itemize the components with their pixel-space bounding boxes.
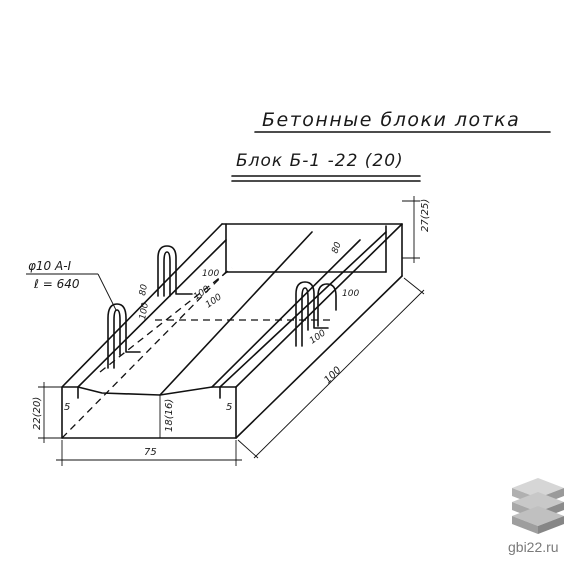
rebar-diameter-label: φ10 А-I	[28, 259, 72, 273]
svg-text:100: 100	[202, 269, 219, 279]
svg-text:18(16): 18(16)	[164, 399, 175, 432]
svg-text:80: 80	[138, 283, 150, 296]
hidden-edges	[61, 267, 330, 439]
svg-text:100: 100	[342, 289, 359, 299]
dim-height-left: 22(20)	[32, 382, 62, 443]
dim-length: 100	[237, 277, 425, 459]
block-edges	[61, 223, 403, 439]
svg-text:75: 75	[144, 447, 157, 458]
svg-text:22(20): 22(20)	[32, 397, 43, 430]
svg-text:100: 100	[322, 365, 343, 386]
svg-text:100: 100	[138, 302, 151, 321]
watermark-text: gbi22.ru	[508, 539, 559, 555]
svg-text:27(25): 27(25)	[420, 199, 431, 232]
rebar-length-label: ℓ = 640	[33, 277, 80, 291]
dim-wall-left: 5	[64, 402, 70, 413]
dim-inner-height: 18(16)	[159, 395, 175, 438]
rebar-callout: φ10 А-I ℓ = 640	[26, 259, 117, 311]
lifting-loop-back-left	[157, 245, 193, 297]
block-subtitle: Блок Б-1 -22 (20)	[236, 151, 404, 171]
stacked-blocks-icon	[512, 478, 564, 534]
block-front-face	[61, 386, 237, 439]
svg-text:100: 100	[308, 328, 328, 346]
lifting-loop-right	[295, 281, 337, 347]
dim-wall-right: 5	[226, 402, 232, 413]
drawing-title: Бетонные блоки лотка	[262, 109, 520, 131]
dim-height-right: 27(25)	[402, 196, 431, 263]
lifting-loop-front-left	[107, 303, 141, 369]
svg-text:80: 80	[330, 241, 343, 255]
dim-width: 75	[56, 440, 242, 466]
